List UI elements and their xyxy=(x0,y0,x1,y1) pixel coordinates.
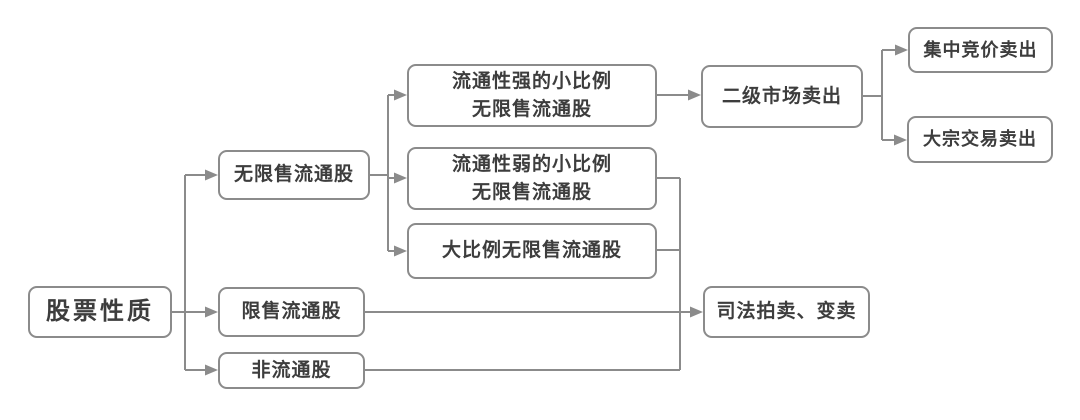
node-unrestricted-circulating-shares: 无限售流通股 xyxy=(218,150,370,200)
node-block-trade-sell: 大宗交易卖出 xyxy=(907,116,1053,163)
arrowhead-restricted xyxy=(205,306,218,318)
arrowhead-blocktrade xyxy=(894,134,907,146)
node-large-proportion-unrestricted: 大比例无限售流通股 xyxy=(407,223,657,279)
arrowheads xyxy=(205,44,908,376)
arrowhead-weak xyxy=(394,172,407,184)
arrowhead-largeprop xyxy=(394,245,407,257)
node-centralized-bidding-sell: 集中竞价卖出 xyxy=(908,27,1053,73)
arrowhead-unrestricted xyxy=(205,169,218,181)
node-stock-nature: 股票性质 xyxy=(28,286,172,338)
node-secondary-market-sell: 二级市场卖出 xyxy=(701,65,863,128)
node-judicial-auction-sale: 司法拍卖、变卖 xyxy=(703,286,870,338)
arrowhead-noncirculating xyxy=(205,364,218,376)
arrowhead-strong xyxy=(394,89,407,101)
arrowhead-secondary xyxy=(688,89,701,101)
node-non-circulating-shares: 非流通股 xyxy=(218,352,365,389)
node-weak-liquidity-small-proportion: 流通性弱的小比例 无限售流通股 xyxy=(407,147,657,210)
node-strong-liquidity-small-proportion: 流通性强的小比例 无限售流通股 xyxy=(407,64,657,127)
arrowhead-judicial xyxy=(690,306,703,318)
arrowhead-bidding xyxy=(895,44,908,56)
node-restricted-circulating-shares: 限售流通股 xyxy=(218,287,365,337)
